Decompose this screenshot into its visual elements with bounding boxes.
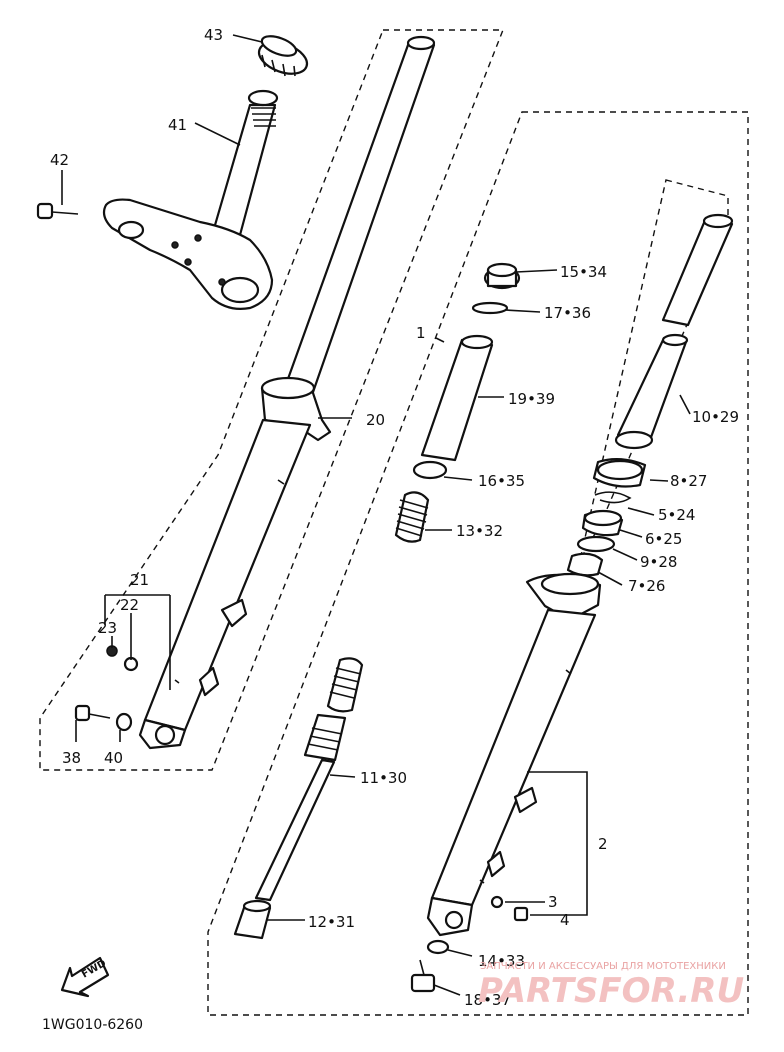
- pinch-bolt: [36, 202, 79, 220]
- dust-seal-8: [592, 458, 647, 488]
- spring-13: [394, 491, 430, 543]
- label-42: 42: [50, 151, 69, 169]
- drain-bolt-18: [410, 959, 436, 993]
- cap-bolt-15: [483, 262, 521, 290]
- label-43: 43: [204, 26, 223, 44]
- fwd-arrow-icon: FWD: [60, 956, 110, 998]
- spacer-19: [420, 334, 494, 462]
- label-21: 21: [130, 571, 149, 589]
- label-10: 10•29: [692, 408, 739, 426]
- label-12: 12•31: [308, 913, 355, 931]
- retaining-clip-5: [594, 491, 632, 504]
- label-2: 2: [598, 835, 608, 853]
- outer-tube-group-outline: [39, 29, 505, 771]
- washer-16: [412, 460, 448, 480]
- label-14: 14•33: [478, 952, 525, 970]
- stem-nut: [257, 35, 309, 77]
- oil-seal-6: [581, 509, 624, 537]
- label-19: 19•39: [508, 390, 555, 408]
- label-20: 20: [366, 411, 385, 429]
- washer-9: [576, 535, 616, 553]
- outer-tube-right: [426, 572, 602, 937]
- label-15: 15•34: [560, 263, 607, 281]
- oil-lock-piece-12: [233, 899, 272, 940]
- label-4: 4: [560, 911, 570, 929]
- axle-bolt-left: [74, 704, 133, 732]
- label-5: 5•24: [658, 506, 695, 524]
- label-38: 38: [62, 749, 81, 767]
- label-41: 41: [168, 116, 187, 134]
- label-8: 8•27: [670, 472, 707, 490]
- label-11: 11•30: [360, 769, 407, 787]
- label-6: 6•25: [645, 530, 682, 548]
- outer-tube-left: [138, 35, 436, 750]
- watermark-logo: PARTSFOR.RU: [478, 971, 744, 1011]
- label-16: 16•35: [478, 472, 525, 490]
- label-17: 17•36: [544, 304, 591, 322]
- washer-3: [490, 895, 504, 909]
- bushing-7: [566, 552, 604, 577]
- copper-washer-14: [426, 939, 450, 955]
- inner-tube-10: [614, 213, 734, 450]
- label-13: 13•32: [456, 522, 503, 540]
- steering-stem: [102, 89, 279, 310]
- inner-group-outline: [207, 111, 749, 1016]
- diagram-code: 1WG010-6260: [42, 1017, 143, 1033]
- label-40: 40: [104, 749, 123, 767]
- damper-rod-11: [254, 657, 364, 902]
- label-3: 3: [548, 893, 558, 911]
- left-bolt-washer: [106, 645, 139, 672]
- watermark-tagline: ЗАПЧАСТИ И АКСЕССУАРЫ ДЛЯ МОТОТЕХНИКИ: [480, 961, 726, 972]
- label-23: 23: [98, 619, 117, 637]
- label-9: 9•28: [640, 553, 677, 571]
- bolt-4: [513, 906, 529, 922]
- label-7: 7•26: [628, 577, 665, 595]
- label-22: 22: [120, 596, 139, 614]
- label-1: 1: [416, 324, 426, 342]
- label-18: 18•37: [464, 991, 511, 1009]
- o-ring-17: [471, 301, 509, 315]
